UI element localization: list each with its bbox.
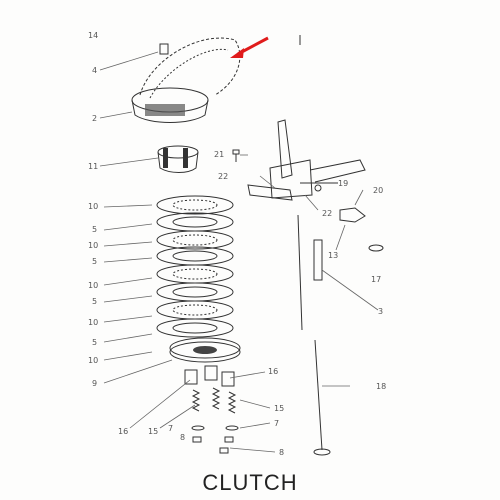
washers-and-nuts: [191, 425, 239, 454]
clutch-springs: [191, 387, 237, 414]
clutch-plate-inner: [172, 286, 218, 298]
clutch-plate: [156, 300, 234, 320]
label-22: 22: [322, 209, 332, 218]
label-16: 16: [268, 367, 278, 376]
push-rods: [297, 214, 384, 456]
clutch-plate-inner: [172, 216, 218, 228]
label-18: 18: [376, 382, 386, 391]
label-13: 13: [328, 251, 338, 260]
label-2: 2: [92, 114, 97, 123]
label-20: 20: [373, 186, 383, 195]
timing-chain: [139, 37, 241, 99]
label-10: 10: [88, 356, 98, 365]
label-11: 11: [88, 162, 98, 171]
label-8: 8: [180, 433, 185, 442]
clutch-plate-inner: [172, 304, 218, 316]
label-10: 10: [88, 281, 98, 290]
label-3: 3: [378, 307, 383, 316]
clutch-hub: [157, 145, 199, 173]
label-7: 7: [168, 424, 173, 433]
clutch-plate: [156, 318, 234, 338]
label-19: 19: [338, 179, 348, 188]
clutch-basket: [131, 87, 209, 123]
label-16: 16: [118, 427, 128, 436]
clutch-plate-inner: [172, 322, 218, 334]
label-10: 10: [88, 241, 98, 250]
label-5: 5: [92, 257, 97, 266]
clutch-plate: [156, 230, 234, 250]
pressure-plate: [169, 337, 241, 363]
clutch-plate-inner: [172, 199, 218, 211]
highlight-arrow: [230, 36, 269, 58]
label-15: 15: [274, 404, 284, 413]
label-8: 8: [279, 448, 284, 457]
label-22: 22: [218, 172, 228, 181]
clutch-plate: [156, 246, 234, 266]
clutch-plate-stack: [156, 195, 234, 338]
part-number-labels: 14 4 2 11 10 5 10 5 10 5 10 5 10 9 16 15…: [88, 31, 386, 457]
spring-cups: [184, 365, 235, 387]
label-15: 15: [148, 427, 158, 436]
release-lever-assembly: [247, 35, 366, 223]
bolt-21: [232, 149, 240, 162]
label-9: 9: [92, 379, 97, 388]
label-10: 10: [88, 318, 98, 327]
clutch-plate: [156, 282, 234, 302]
label-21: 21: [214, 150, 224, 159]
clutch-plate-inner: [172, 268, 218, 280]
label-5: 5: [92, 225, 97, 234]
label-17: 17: [371, 275, 381, 284]
diagram-caption: CLUTCH: [202, 470, 297, 495]
label-14: 14: [88, 31, 98, 40]
label-10: 10: [88, 202, 98, 211]
clutch-plate: [156, 264, 234, 284]
label-7: 7: [274, 419, 279, 428]
chain-link: [159, 43, 169, 55]
leader-lines: [99, 51, 379, 453]
label-5: 5: [92, 297, 97, 306]
clutch-plate-inner: [172, 250, 218, 262]
label-4: 4: [92, 66, 97, 75]
clutch-plate-inner: [172, 234, 218, 246]
clutch-plate: [156, 195, 234, 215]
label-5: 5: [92, 338, 97, 347]
clutch-plate: [156, 212, 234, 232]
